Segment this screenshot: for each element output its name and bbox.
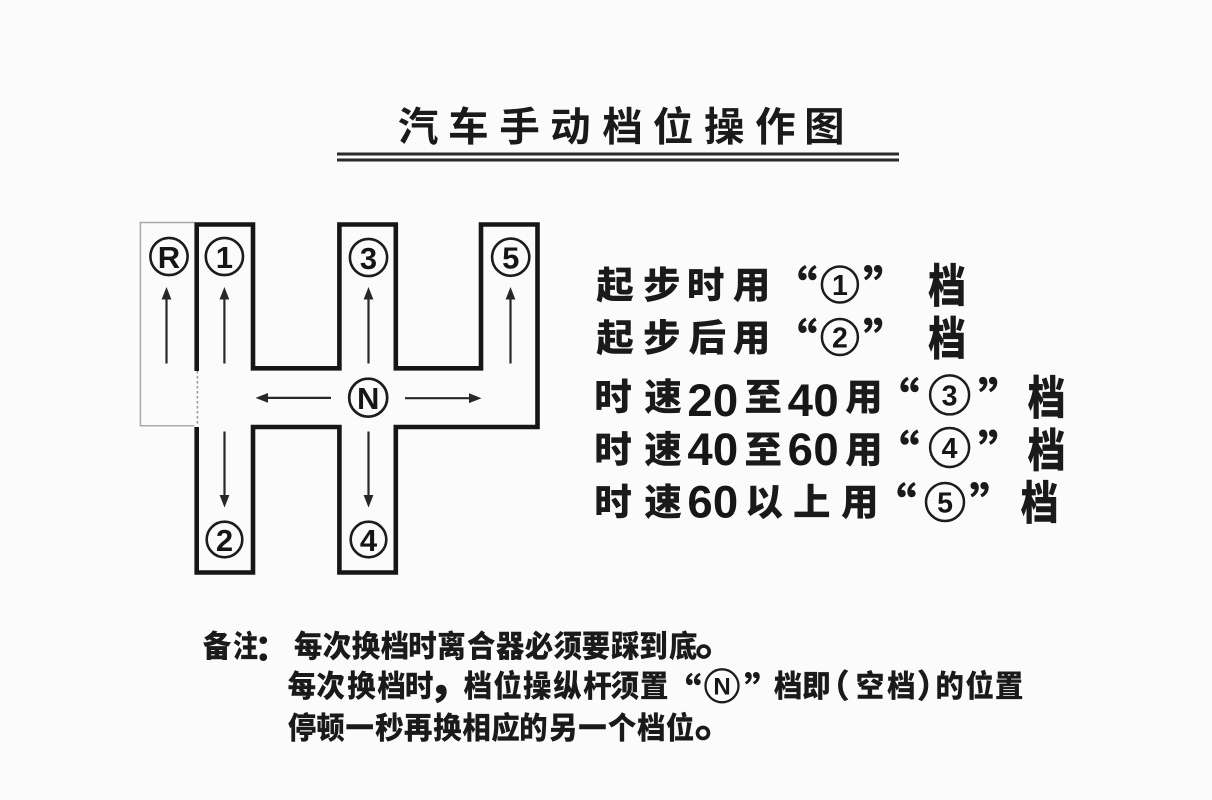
svg-text:1: 1 bbox=[216, 240, 233, 275]
svg-text:4: 4 bbox=[788, 375, 814, 426]
svg-text:5: 5 bbox=[502, 241, 519, 276]
svg-text:0: 0 bbox=[813, 375, 838, 426]
svg-text:N: N bbox=[713, 674, 730, 701]
svg-text:4: 4 bbox=[360, 523, 378, 558]
svg-text:0: 0 bbox=[713, 477, 738, 528]
svg-text:3: 3 bbox=[360, 241, 377, 276]
svg-text:0: 0 bbox=[713, 424, 738, 475]
svg-text:2: 2 bbox=[832, 322, 848, 354]
svg-text:1: 1 bbox=[832, 270, 848, 302]
svg-text:6: 6 bbox=[687, 477, 712, 528]
svg-text:R: R bbox=[158, 240, 180, 275]
svg-text:N: N bbox=[357, 381, 379, 416]
svg-text:0: 0 bbox=[813, 424, 838, 475]
svg-text:4: 4 bbox=[687, 424, 713, 475]
svg-text:3: 3 bbox=[942, 380, 958, 412]
svg-text:5: 5 bbox=[937, 487, 953, 519]
svg-text:0: 0 bbox=[713, 375, 738, 426]
svg-text:2: 2 bbox=[216, 523, 233, 558]
svg-text:4: 4 bbox=[942, 433, 958, 465]
svg-text:6: 6 bbox=[788, 424, 813, 475]
svg-text:2: 2 bbox=[687, 375, 712, 426]
